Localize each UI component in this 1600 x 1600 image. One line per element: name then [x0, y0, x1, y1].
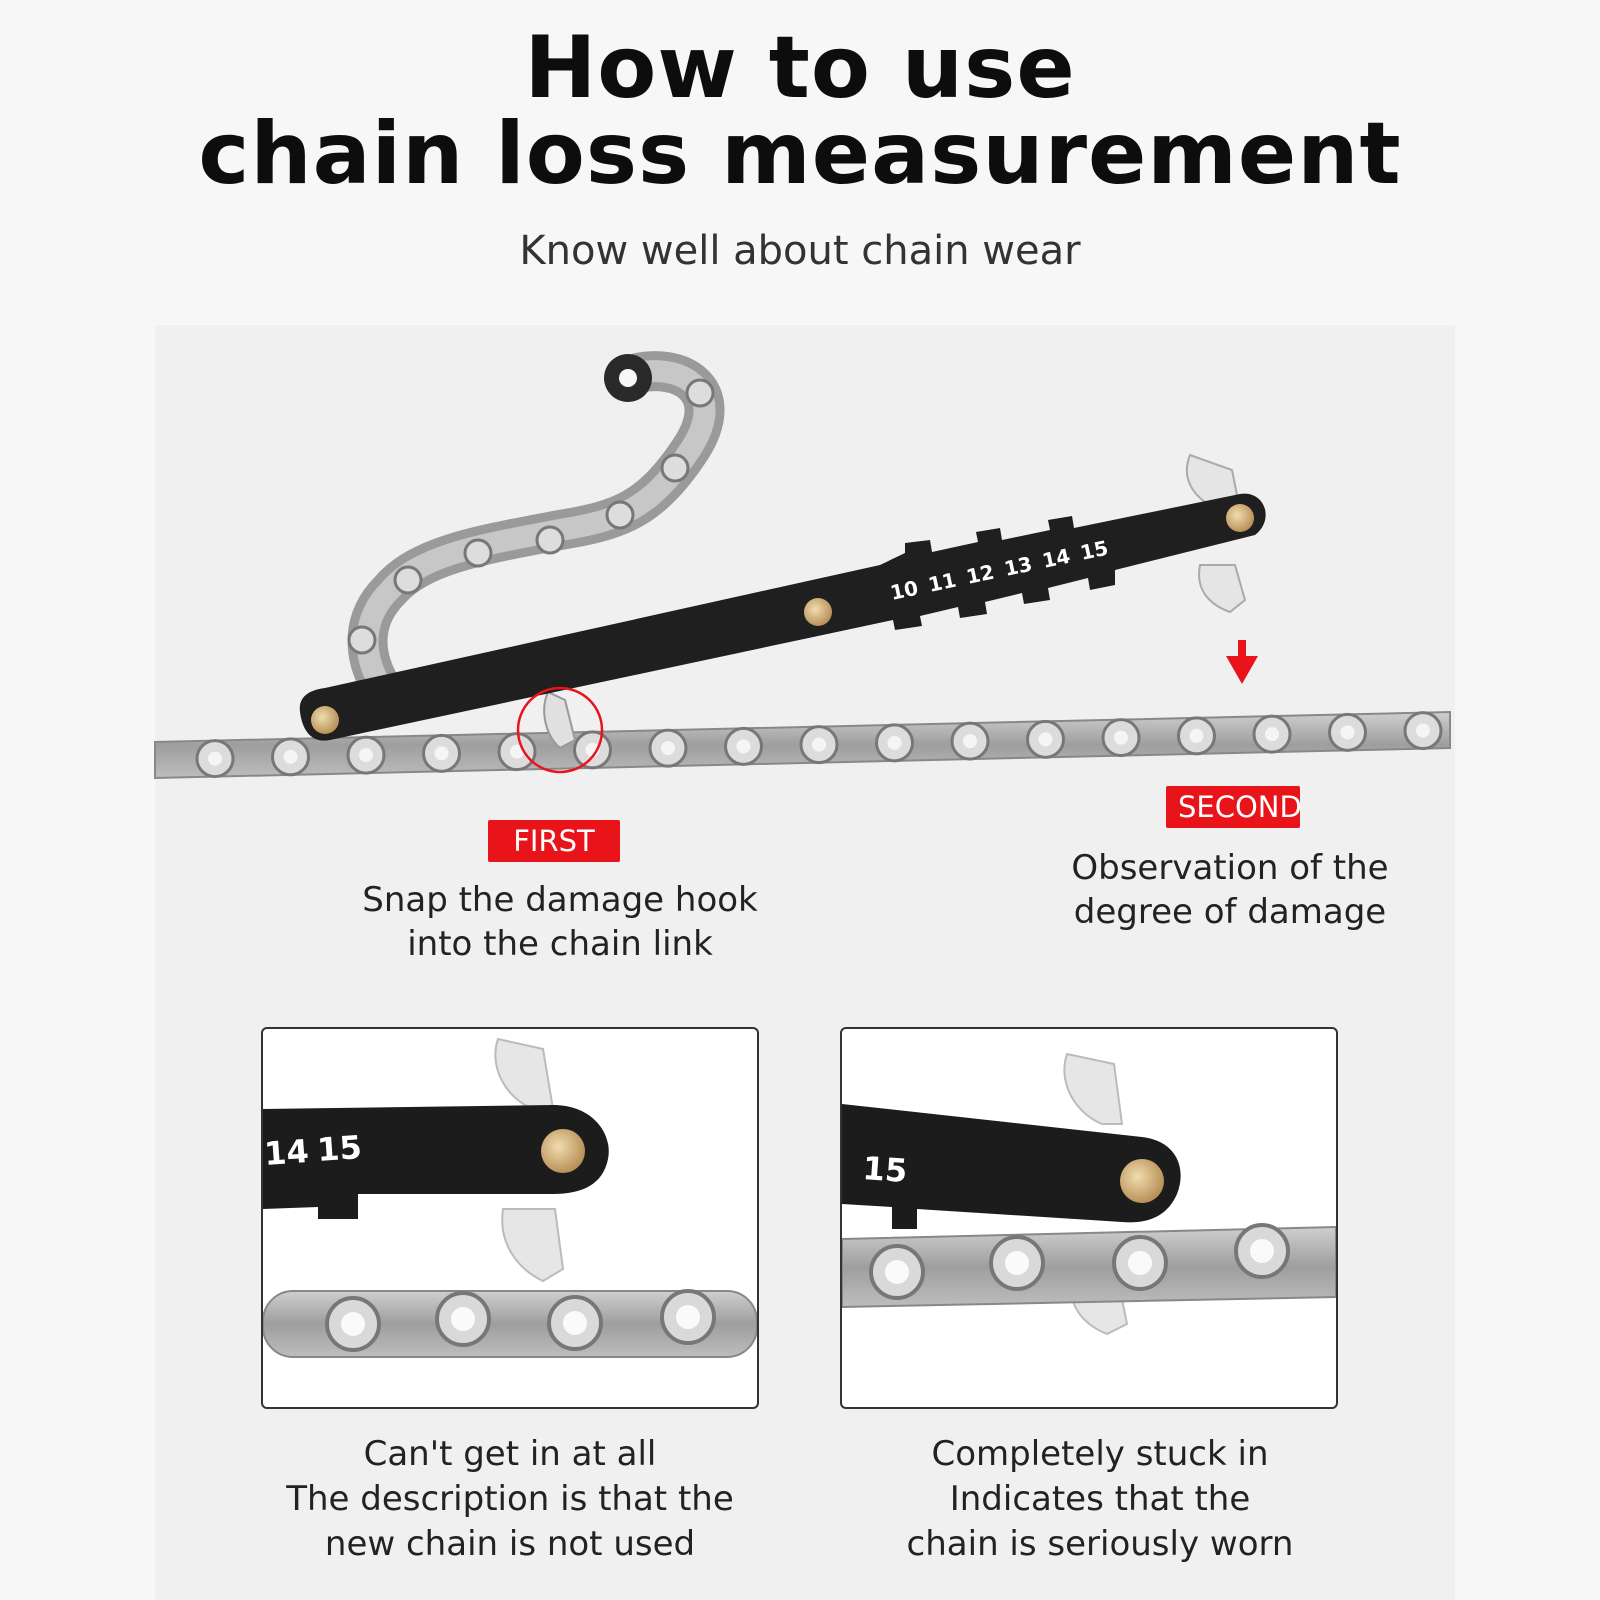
chain-roller-pin [661, 741, 675, 756]
scale-label-13: 13 [1002, 552, 1034, 581]
chain-roller-pin [510, 744, 524, 759]
left-scale-label-14: 14 [263, 1132, 310, 1173]
chain-roller-pin [812, 737, 826, 752]
worn-chain-caption: Completely stuck in Indicates that the c… [860, 1432, 1340, 1567]
curved-chain [347, 351, 725, 720]
chain-roller-pin [283, 749, 298, 764]
first-step-line2: into the chain link [407, 924, 713, 964]
first-step-caption: Snap the damage hook into the chain link [340, 878, 780, 966]
chain-roller-pin [1340, 725, 1355, 740]
chain-roller-pin [359, 748, 373, 763]
chain-roller-pin [1416, 723, 1430, 738]
scale-label-15: 15 [1078, 536, 1110, 565]
scale-label-11: 11 [926, 568, 958, 597]
chain-roller-pin [736, 739, 751, 754]
left-scale-label-15: 15 [316, 1128, 363, 1169]
page-title-line1: How to use [524, 18, 1076, 118]
second-step-caption: Observation of the degree of damage [1040, 846, 1420, 934]
right-scale-label-15: 15 [861, 1149, 908, 1190]
second-step-tag: SECOND [1166, 786, 1302, 828]
chain-roller-pin [208, 751, 222, 766]
first-step-tag: FIRST [488, 820, 620, 862]
scale-label-10: 10 [888, 576, 920, 605]
page-subtitle: Know well about chain wear [519, 228, 1081, 274]
second-step-line1: Observation of the [1071, 848, 1389, 888]
first-step-line1: Snap the damage hook [362, 880, 758, 920]
chain-roller-pin [963, 734, 977, 749]
worn-chain-line2: Indicates that the [949, 1479, 1251, 1519]
second-step-line2: degree of damage [1073, 892, 1387, 932]
new-chain-line2: The description is that the [286, 1479, 734, 1519]
chain-roller-pin [887, 735, 902, 750]
new-chain-line3: new chain is not used [324, 1524, 696, 1564]
scale-label-12: 12 [964, 560, 996, 589]
chain-roller-pin [434, 746, 449, 761]
chain-roller-pin [1189, 728, 1204, 743]
example-frame-worn-chain: 15 [840, 1027, 1338, 1409]
page-title-line2: chain loss measurement [198, 104, 1402, 204]
worn-chain-line1: Completely stuck in [931, 1434, 1269, 1474]
straight-chain [154, 710, 1451, 780]
chain-roller-pin [1038, 732, 1053, 747]
hook-highlight-circle [516, 686, 604, 774]
new-chain-line1: Can't get in at all [363, 1434, 657, 1474]
chain-roller-pin [1265, 727, 1279, 742]
scale-label-14: 14 [1040, 544, 1072, 573]
example-illustration-worn-chain: 15 [842, 1052, 1336, 1336]
new-chain-caption: Can't get in at all The description is t… [270, 1432, 750, 1567]
observation-arrow-icon [1226, 640, 1258, 684]
worn-chain-line3: chain is seriously worn [906, 1524, 1294, 1564]
chain-roller-pin [1114, 730, 1128, 745]
